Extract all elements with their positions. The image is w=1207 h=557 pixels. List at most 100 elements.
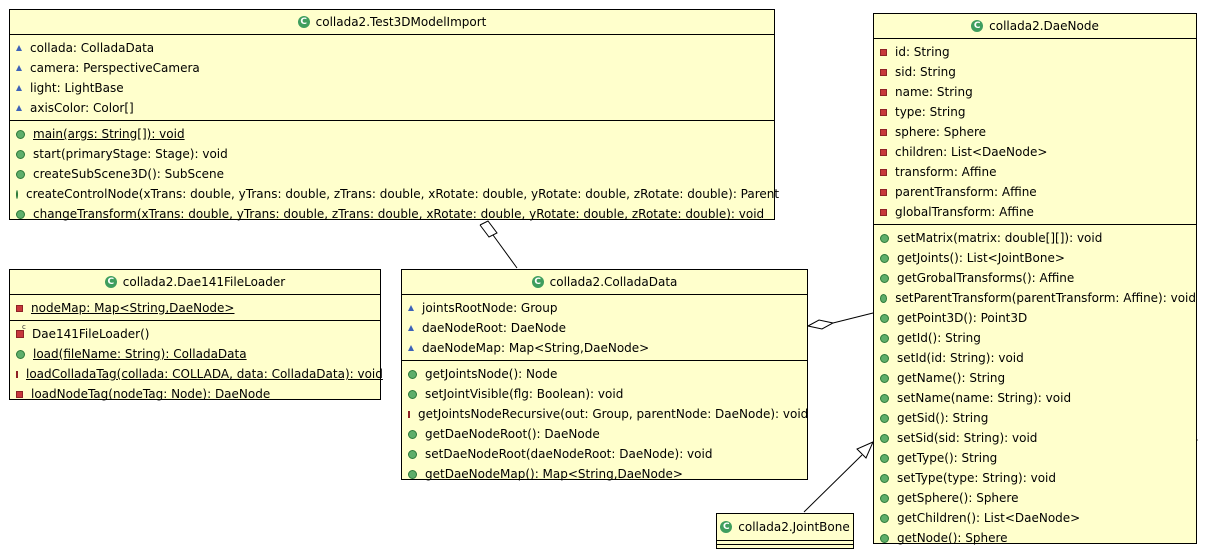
attribute-row[interactable]: sphere: Sphere [874, 122, 1196, 142]
method-row[interactable]: getNode(): Sphere [874, 528, 1196, 548]
public-visibility-icon [880, 493, 889, 503]
public-visibility-icon [16, 149, 25, 159]
public-visibility-icon [880, 353, 889, 363]
method-row[interactable]: setParentTransform(parentTransform: Affi… [874, 288, 1196, 308]
attribute-row-text: name: String [895, 85, 973, 99]
method-row-text: Dae141FileLoader() [32, 327, 150, 341]
class-icon: C [297, 16, 310, 28]
method-row-text: getDaeNodeRoot(): DaeNode [425, 427, 600, 441]
attribute-row[interactable]: camera: PerspectiveCamera [10, 58, 774, 78]
method-row[interactable]: setType(type: String): void [874, 468, 1196, 488]
method-row[interactable]: main(args: String[]): void [10, 124, 774, 144]
methods-compartment: getJointsNode(): Node setJointVisible(flg… [402, 360, 808, 486]
public-visibility-icon [880, 473, 889, 483]
attribute-row[interactable]: name: String [874, 82, 1196, 102]
attribute-row[interactable]: jointsRootNode: Group [402, 298, 807, 318]
private-visibility-icon [880, 68, 887, 76]
method-row[interactable]: getId(): String [874, 328, 1196, 348]
method-row[interactable]: setSid(sid: String): void [874, 428, 1196, 448]
method-row[interactable]: getJoints(): List<JointBone> [874, 248, 1196, 268]
method-row[interactable]: setName(name: String): void [874, 388, 1196, 408]
attribute-row-text: daeNodeMap: Map<String,DaeNode> [422, 341, 650, 355]
attribute-row[interactable]: daeNodeRoot: DaeNode [402, 318, 807, 338]
attribute-row[interactable]: parentTransform: Affine [874, 182, 1196, 202]
method-row[interactable]: createSubScene3D(): SubScene [10, 164, 774, 184]
class-icon: C [104, 276, 117, 288]
attribute-row[interactable]: children: List<DaeNode> [874, 142, 1196, 162]
method-row-text: setSid(sid: String): void [897, 431, 1038, 445]
method-row[interactable]: setJointVisible(flg: Boolean): void [402, 384, 807, 404]
method-row-text: getJointsNode(): Node [425, 367, 558, 381]
attribute-row-text: daeNodeRoot: DaeNode [422, 321, 567, 335]
attribute-row[interactable]: sid: String [874, 62, 1196, 82]
method-row[interactable]: getDaeNodeMap(): Map<String,DaeNode> [402, 464, 807, 484]
method-row-text: getJoints(): List<JointBone> [897, 251, 1065, 265]
public-visibility-icon [880, 513, 889, 523]
method-row[interactable]: getPoint3D(): Point3D [874, 308, 1196, 328]
method-row[interactable]: loadColladaTag(collada: COLLADA, data: C… [10, 364, 383, 384]
attribute-row-text: nodeMap: Map<String,DaeNode> [31, 301, 235, 315]
method-row[interactable]: getSphere(): Sphere [874, 488, 1196, 508]
aggregation-test3d-colladadata-line [492, 234, 518, 269]
attribute-row[interactable]: transform: Affine [874, 162, 1196, 182]
method-row-text: getChildren(): List<DaeNode> [897, 511, 1081, 525]
method-row-text: getDaeNodeMap(): Map<String,DaeNode> [425, 467, 683, 481]
method-row-text: setJointVisible(flg: Boolean): void [425, 387, 624, 401]
method-row[interactable]: createControlNode(xTrans: double, yTrans… [10, 184, 779, 204]
method-row[interactable]: Dae141FileLoader() [10, 323, 380, 344]
method-row[interactable]: getJointsNode(): Node [402, 364, 807, 384]
method-row-text: getGrobalTransforms(): Affine [897, 271, 1075, 285]
private-visibility-icon [880, 88, 887, 96]
method-row[interactable]: getDaeNodeRoot(): DaeNode [402, 424, 807, 444]
attribute-row[interactable]: collada: ColladaData [10, 38, 774, 58]
attribute-row[interactable]: id: String [874, 42, 1196, 62]
public-visibility-icon [408, 389, 417, 399]
package-visibility-icon [16, 105, 22, 111]
method-row[interactable]: loadNodeTag(nodeTag: Node): DaeNode [10, 384, 380, 404]
attribute-row[interactable]: type: String [874, 102, 1196, 122]
method-row[interactable]: getGrobalTransforms(): Affine [874, 268, 1196, 288]
method-row[interactable]: setId(id: String): void [874, 348, 1196, 368]
attribute-row[interactable]: daeNodeMap: Map<String,DaeNode> [402, 338, 807, 358]
method-row-text: getPoint3D(): Point3D [897, 311, 1028, 325]
class-icon: C [531, 276, 544, 288]
attribute-row[interactable]: light: LightBase [10, 78, 774, 98]
method-row[interactable]: getJointsNodeRecursive(out: Group, paren… [402, 404, 808, 424]
method-row[interactable]: getChildren(): List<DaeNode> [874, 508, 1196, 528]
generalization-arrowhead [856, 441, 874, 459]
public-visibility-icon [880, 293, 888, 303]
method-row[interactable]: getType(): String [874, 448, 1196, 468]
attributes-compartment [717, 540, 853, 544]
method-row-text: setId(id: String): void [897, 351, 1024, 365]
method-row[interactable]: load(fileName: String): ColladaData [10, 344, 380, 364]
method-row[interactable]: changeTransform(xTrans: double, yTrans: … [10, 204, 774, 224]
attribute-row[interactable]: axisColor: Color[] [10, 98, 774, 118]
method-row-text: loadNodeTag(nodeTag: Node): DaeNode [31, 387, 271, 401]
method-row-text: getName(): String [897, 371, 1006, 385]
method-row[interactable]: setMatrix(matrix: double[][]): void [874, 228, 1196, 248]
private-visibility-icon [16, 370, 18, 378]
public-visibility-icon [880, 433, 889, 443]
method-row[interactable]: getName(): String [874, 368, 1196, 388]
attribute-row[interactable]: nodeMap: Map<String,DaeNode> [10, 298, 380, 318]
methods-compartment: setMatrix(matrix: double[][]): void getJo… [874, 224, 1196, 550]
method-row-text: createControlNode(xTrans: double, yTrans… [26, 187, 780, 201]
method-row[interactable]: setDaeNodeRoot(daeNodeRoot: DaeNode): vo… [402, 444, 807, 464]
method-row[interactable]: start(primaryStage: Stage): void [10, 144, 774, 164]
public-visibility-icon [880, 273, 889, 283]
method-row[interactable]: getSid(): String [874, 408, 1196, 428]
package-visibility-icon [16, 45, 22, 51]
attribute-row[interactable]: globalTransform: Affine [874, 202, 1196, 222]
attributes-compartment: jointsRootNode: Group daeNodeRoot: DaeNod… [402, 294, 807, 360]
